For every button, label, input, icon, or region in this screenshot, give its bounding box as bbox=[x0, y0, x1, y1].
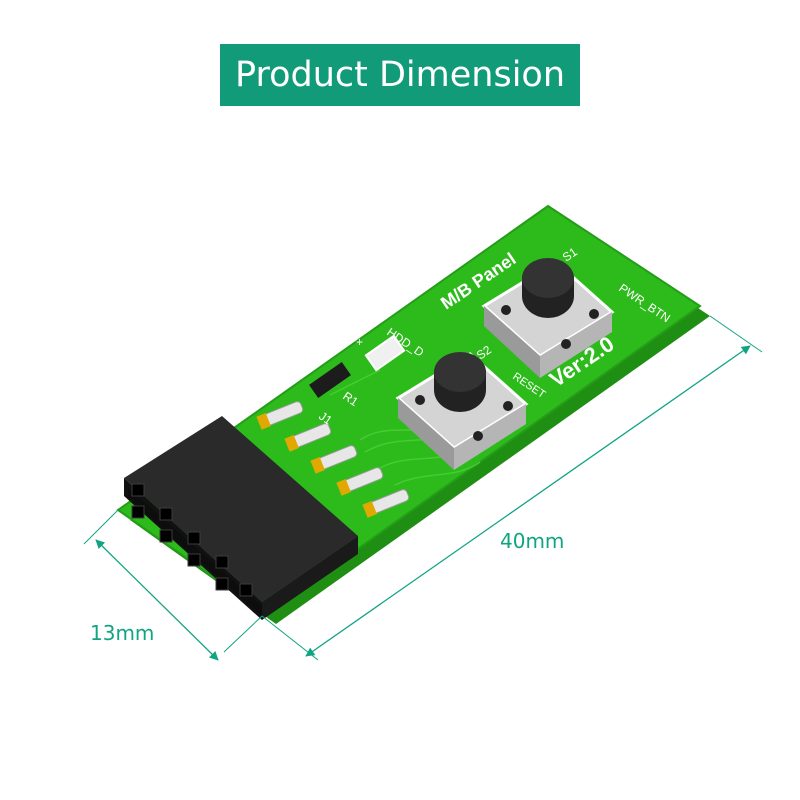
s1-label: S1 bbox=[560, 244, 580, 264]
title-banner: Product Dimension bbox=[220, 44, 580, 106]
length-dimension: 40mm bbox=[261, 315, 763, 661]
width-dimension: 13mm bbox=[83, 509, 263, 661]
width-label: 13mm bbox=[90, 621, 154, 645]
plus-label: + bbox=[356, 335, 363, 349]
power-button bbox=[481, 258, 615, 378]
page-title: Product Dimension bbox=[234, 55, 566, 95]
length-label: 40mm bbox=[500, 529, 564, 553]
